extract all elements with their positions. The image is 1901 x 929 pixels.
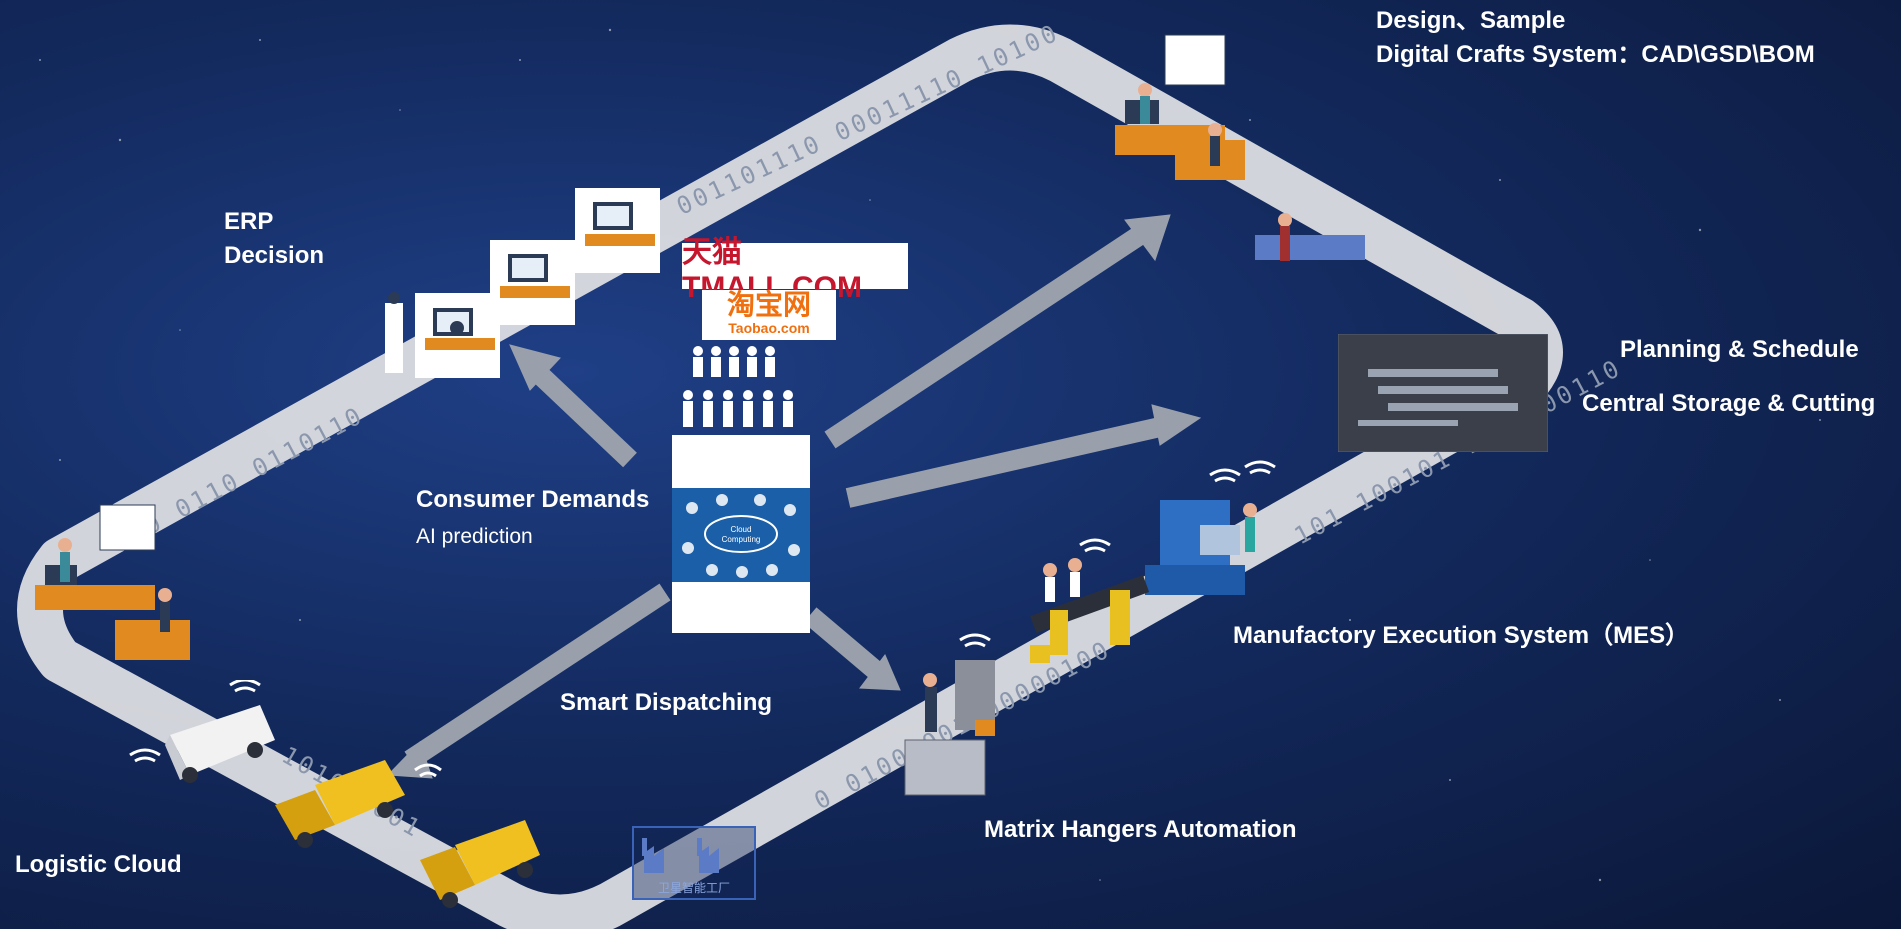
logistic-cloud-label: Logistic Cloud bbox=[15, 851, 182, 878]
arrows bbox=[386, 214, 1202, 779]
arrowhead-erp bbox=[509, 344, 561, 391]
smart-factory-logo: 卫星智能工厂 bbox=[632, 826, 756, 900]
matrix-hanger-icon bbox=[904, 633, 995, 796]
wifi-icon bbox=[959, 633, 991, 648]
matrix-hangers-label: Matrix Hangers Automation bbox=[984, 816, 1297, 843]
truck-icon bbox=[275, 760, 442, 848]
van-icon bbox=[129, 680, 275, 783]
logistic-office-icon bbox=[35, 504, 190, 660]
arrow-to-planning bbox=[845, 417, 1163, 508]
arrow-to-matrix bbox=[803, 607, 882, 678]
wifi-icon bbox=[1244, 460, 1276, 475]
office-desk-icon bbox=[575, 188, 660, 273]
arrowhead-design bbox=[1124, 214, 1171, 262]
smart-dispatching-label: Smart Dispatching bbox=[560, 689, 773, 716]
digital-crafts-label: Digital Crafts System：CAD\GSD\BOM bbox=[1376, 41, 1815, 68]
svg-text:Computing: Computing bbox=[722, 535, 761, 544]
wifi-icon bbox=[229, 680, 261, 693]
arrowhead-matrix bbox=[859, 654, 901, 691]
arrow-to-logistic bbox=[404, 583, 671, 769]
erp-label: ERP bbox=[224, 208, 274, 235]
wifi-icon bbox=[129, 748, 161, 763]
wifi-icon bbox=[1209, 468, 1241, 483]
truck-icon bbox=[420, 820, 540, 908]
wifi-icon bbox=[1079, 538, 1111, 553]
cloud-computing-card: Cloud Computing bbox=[672, 435, 810, 633]
assembly-line-icon bbox=[1030, 538, 1150, 663]
ai-prediction-label: AI prediction bbox=[416, 525, 533, 548]
consumer-demands-label: Consumer Demands bbox=[416, 486, 650, 513]
arrow-to-erp bbox=[528, 362, 637, 468]
erp-office-icons bbox=[385, 188, 660, 378]
consumers-crowd-icon bbox=[683, 346, 793, 427]
planning-schedule-label: Planning & Schedule bbox=[1620, 336, 1859, 363]
arrowhead-planning bbox=[1151, 404, 1202, 446]
cloud-computing-icon: Cloud Computing bbox=[672, 488, 810, 582]
design-label: Design、Sample bbox=[1376, 7, 1566, 34]
taobao-logo-cn: 淘宝网 bbox=[726, 289, 811, 320]
wifi-icon bbox=[414, 763, 442, 778]
office-desk-icon bbox=[415, 293, 500, 378]
arrow-to-design bbox=[824, 226, 1146, 449]
central-storage-label: Central Storage & Cutting bbox=[1582, 390, 1876, 417]
central-storage-image bbox=[1338, 334, 1548, 452]
svg-text:Cloud: Cloud bbox=[731, 525, 752, 534]
mes-machine-icon bbox=[1145, 460, 1276, 595]
design-office-icon bbox=[1115, 34, 1365, 261]
mes-label: Manufactory Execution System（MES） bbox=[1233, 622, 1690, 649]
taobao-logo: 淘宝网 Taobao.com bbox=[702, 290, 836, 340]
decision-label: Decision bbox=[224, 242, 325, 269]
taobao-logo-en: Taobao.com bbox=[728, 320, 810, 336]
smart-factory-logo-text: 卫星智能工厂 bbox=[657, 881, 730, 895]
office-desk-icon bbox=[490, 240, 575, 325]
binary-top: 0 001101110 00011110 10100 bbox=[641, 18, 1064, 235]
arrowhead-logistic bbox=[386, 741, 433, 779]
tmall-logo: 天猫TMALL.COM bbox=[682, 236, 908, 304]
